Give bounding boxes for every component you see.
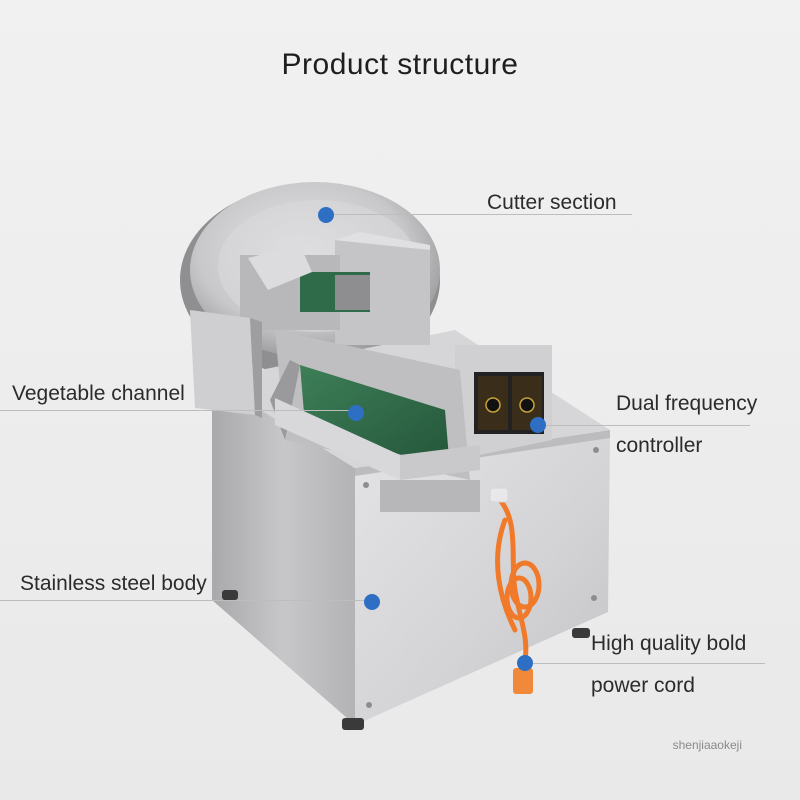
cutter-housing bbox=[240, 232, 430, 345]
cutter-section-label: Cutter section bbox=[487, 191, 617, 214]
dual-frequency-marker bbox=[530, 417, 546, 433]
vegetable-channel-marker bbox=[348, 405, 364, 421]
stainless-body-leader-line bbox=[0, 600, 372, 601]
power-cord bbox=[495, 495, 542, 668]
page-title: Product structure bbox=[281, 48, 519, 81]
vegetable-channel-label: Vegetable channel bbox=[12, 382, 185, 405]
dual-frequency-label-line2: controller bbox=[616, 434, 703, 457]
cutter-section-marker bbox=[318, 207, 334, 223]
plug-icon bbox=[513, 668, 533, 694]
stainless-body-marker bbox=[364, 594, 380, 610]
foot bbox=[572, 628, 590, 638]
dual-frequency-label-line1: Dual frequency bbox=[616, 392, 758, 415]
foot bbox=[222, 590, 238, 600]
vegetable-channel-leader-line bbox=[0, 410, 356, 411]
body-side-panel bbox=[212, 380, 355, 725]
vegetable-channel bbox=[190, 310, 480, 512]
cord-grommet bbox=[489, 487, 509, 503]
stainless-body-label: Stainless steel body bbox=[20, 572, 207, 595]
controller-box bbox=[455, 345, 552, 460]
power-cord-label-line1: High quality bold bbox=[591, 632, 747, 655]
watermark: shenjiaaokeji bbox=[672, 738, 742, 752]
power-cord-label-line2: power cord bbox=[591, 674, 695, 697]
power-cord-marker bbox=[517, 655, 533, 671]
cutter-section-leader-line bbox=[326, 214, 632, 215]
power-cord-leader-line bbox=[525, 663, 765, 664]
dual-frequency-leader-line bbox=[538, 425, 750, 426]
foot bbox=[342, 718, 364, 730]
